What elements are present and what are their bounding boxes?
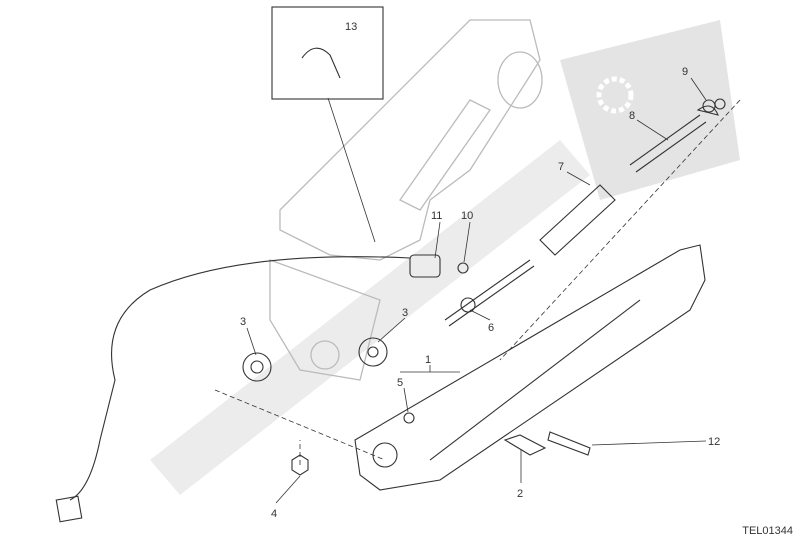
bolt-2 [503, 434, 547, 456]
callout-12[interactable]: 12 [708, 436, 720, 448]
callout-11[interactable]: 11 [431, 210, 442, 222]
washer-3 [242, 352, 272, 382]
callout-9[interactable]: 9 [682, 66, 688, 78]
callout-7[interactable]: 7 [558, 161, 564, 173]
washer-3b [358, 337, 388, 367]
plug-5 [403, 412, 415, 424]
screw-10 [457, 262, 469, 274]
callout-3b[interactable]: 3 [402, 307, 408, 319]
spring-7 [539, 184, 616, 256]
watermark-band [150, 140, 590, 495]
sensor-11 [409, 254, 441, 278]
callout-1[interactable]: 1 [425, 354, 431, 366]
callout-2[interactable]: 2 [517, 488, 523, 500]
clip-13 [301, 47, 341, 79]
gear-icon [596, 76, 634, 114]
callout-4[interactable]: 4 [271, 508, 277, 520]
callout-6[interactable]: 6 [488, 322, 494, 334]
frame-bracket [269, 19, 543, 381]
sensor-cable [69, 256, 411, 501]
callout-5[interactable]: 5 [397, 377, 403, 389]
callout-3[interactable]: 3 [240, 316, 246, 328]
spring-6 [444, 259, 535, 327]
sensor-connector [55, 495, 83, 523]
bolt-12 [547, 431, 591, 456]
pin-8-head [696, 105, 719, 116]
reference-code: TEL01344 [742, 525, 793, 537]
callout-13[interactable]: 13 [345, 21, 357, 33]
inset-box [271, 6, 384, 100]
pin-8 [629, 114, 707, 173]
callout-8[interactable]: 8 [629, 110, 635, 122]
watermark [150, 20, 740, 495]
callout-10[interactable]: 10 [461, 210, 473, 222]
leader-lines [246, 77, 707, 504]
side-stand-1 [354, 244, 706, 491]
